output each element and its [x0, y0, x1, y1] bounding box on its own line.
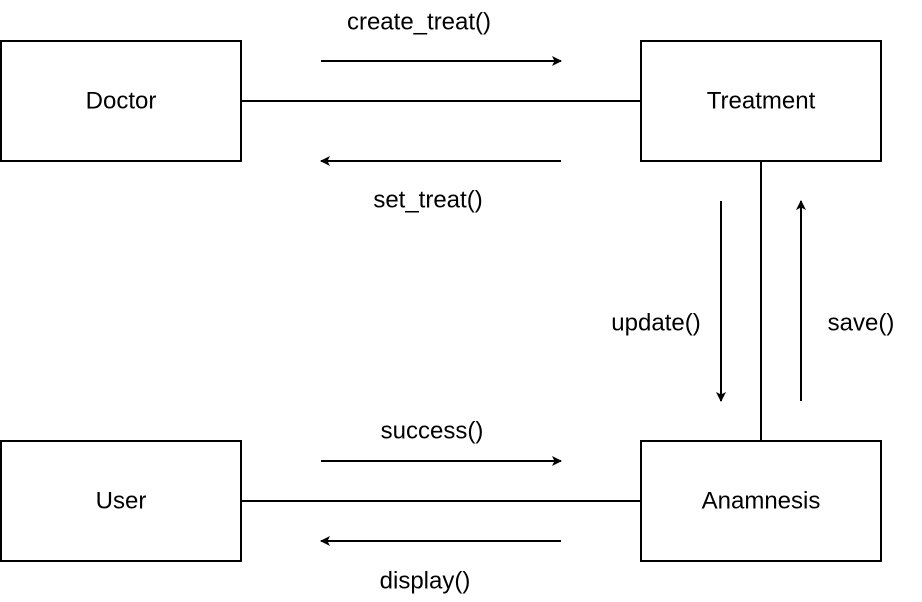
set-treat-label: set_treat(): [373, 186, 482, 213]
display-label: display(): [380, 567, 471, 594]
anamnesis-node: Anamnesis: [640, 440, 882, 562]
update-label: update(): [611, 309, 700, 336]
treatment-label: Treatment: [707, 87, 816, 114]
treatment-node: Treatment: [640, 40, 882, 162]
anamnesis-label: Anamnesis: [702, 487, 821, 514]
doctor-node: Doctor: [0, 40, 242, 162]
user-label: User: [96, 487, 147, 514]
user-node: User: [0, 440, 242, 562]
create-treat-label: create_treat(): [347, 8, 491, 35]
success-label: success(): [381, 417, 484, 444]
doctor-label: Doctor: [86, 87, 157, 114]
save-label: save(): [828, 309, 895, 336]
